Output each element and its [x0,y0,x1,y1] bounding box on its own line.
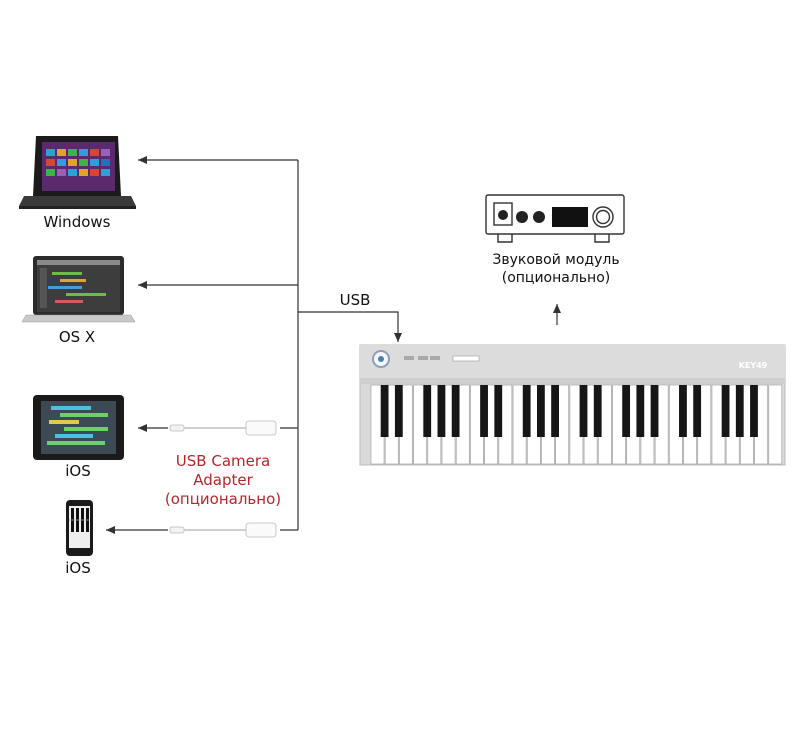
black-key [736,385,744,437]
black-key [693,385,701,437]
black-key [636,385,644,437]
adapter-cable-icon-top [170,421,276,435]
ios-tablet-label: iOS [28,462,128,480]
black-key [494,385,502,437]
sound-module-label: Звуковой модуль (опционально) [473,251,639,287]
black-key [580,385,588,437]
black-key [452,385,460,437]
black-key [551,385,559,437]
black-key [395,385,403,437]
keyboard-keys [371,385,782,464]
ipad-icon [33,395,124,460]
iphone-icon [66,500,93,556]
macbook-icon [22,256,135,322]
adapter-label-line1: USB Camera [163,452,283,471]
adapter-label-line2: Adapter [163,471,283,490]
white-key [769,385,782,464]
black-key [537,385,545,437]
black-key [480,385,488,437]
black-key [679,385,687,437]
black-key [622,385,630,437]
osx-label: OS X [27,328,127,346]
ios-phone-label: iOS [28,559,128,577]
black-key [750,385,758,437]
keyboard-brand-label: KEY49 [733,361,773,370]
black-key [651,385,659,437]
black-key [381,385,389,437]
black-key [438,385,446,437]
sound-module-icon [486,195,624,242]
adapter-label-line3: (опционально) [163,490,283,509]
windows-laptop-icon [19,136,136,209]
midi-keyboard-icon [360,345,785,465]
usb-label: USB [330,291,380,309]
sound-module-label-line1: Звуковой модуль [473,251,639,269]
windows-label: Windows [27,213,127,231]
black-key [594,385,602,437]
adapter-label: USB Camera Adapter (опционально) [163,452,283,509]
black-key [423,385,431,437]
black-key [722,385,730,437]
black-key [523,385,531,437]
arrow-to-keyboard [298,312,398,342]
sound-module-label-line2: (опционально) [473,269,639,287]
adapter-cable-icon-bottom [170,523,276,537]
